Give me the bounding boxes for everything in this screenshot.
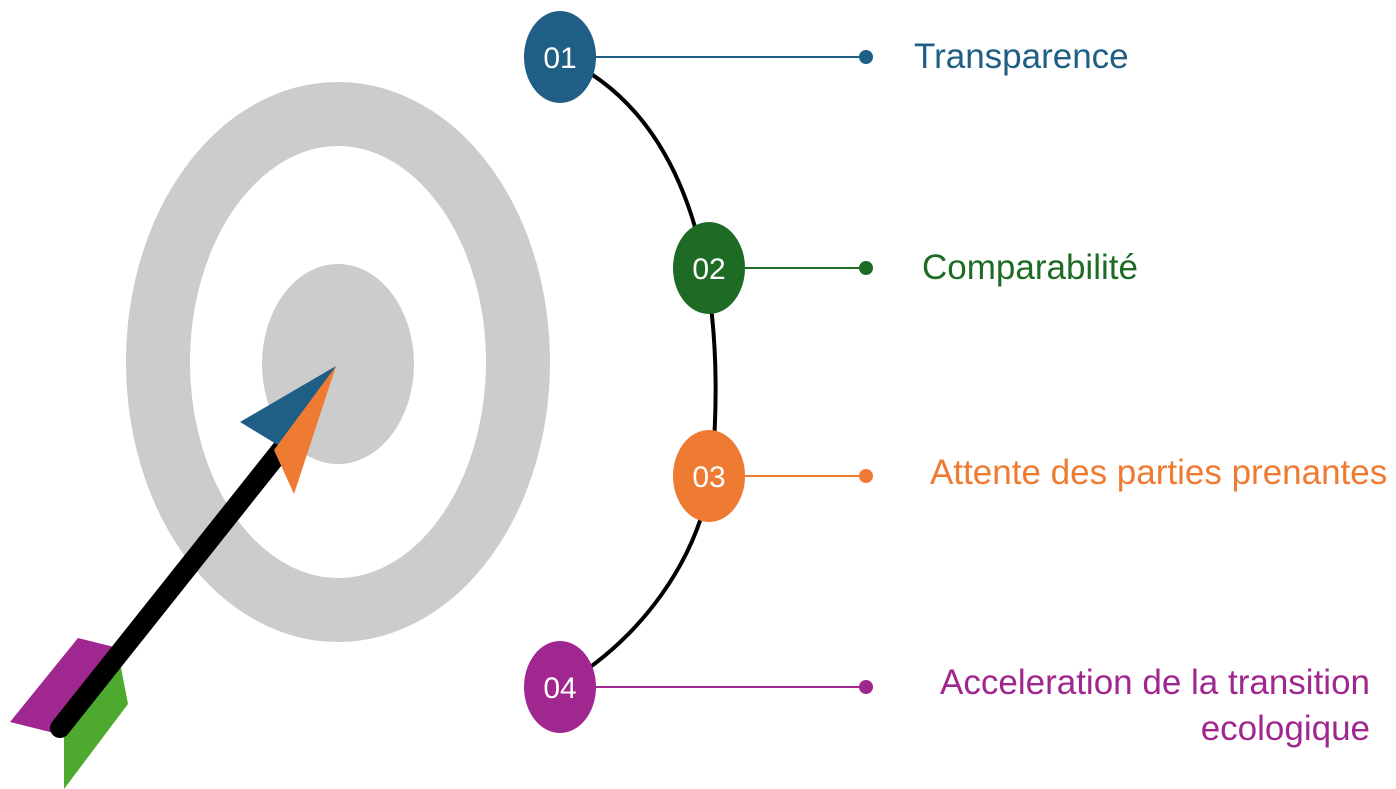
step-number-02: 02 — [692, 253, 725, 286]
leader-line-01 — [595, 50, 873, 64]
step-number-04: 04 — [543, 672, 576, 705]
label-acceleration-line1: Acceleration de la transition — [940, 663, 1370, 702]
label-transparence: Transparence — [914, 37, 1129, 76]
target-outer-ring — [126, 82, 550, 642]
arrow-head-blue — [240, 366, 336, 450]
leader-line-04 — [595, 680, 873, 694]
connector-arc — [558, 55, 718, 689]
step-circle-04: 04 — [524, 641, 596, 733]
step-circle-03: 03 — [673, 430, 745, 522]
arrow-shaft — [50, 435, 295, 738]
label-attente-parties-prenantes: Attente des parties prenantes — [930, 453, 1388, 492]
step-number-01: 01 — [543, 42, 576, 75]
step-circle-02: 02 — [673, 222, 745, 314]
label-comparabilite: Comparabilité — [922, 248, 1138, 287]
leader-line-03 — [745, 469, 873, 483]
label-acceleration-line2: ecologique — [1200, 709, 1370, 748]
step-circle-01: 01 — [524, 11, 596, 103]
step-number-03: 03 — [692, 461, 725, 494]
arrow-head-orange — [274, 366, 336, 494]
leader-line-02 — [745, 261, 873, 275]
arrow-fletching-green — [64, 652, 128, 789]
arrow-fletching-purple — [10, 638, 118, 735]
label-acceleration-transition: Acceleration de la transition ecologique — [940, 660, 1370, 752]
